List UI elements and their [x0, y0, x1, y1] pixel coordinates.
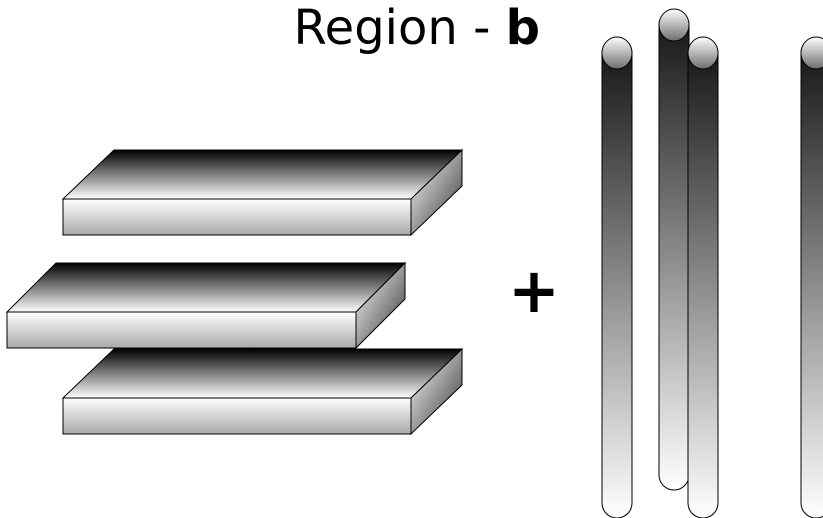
title-text: Region -	[293, 0, 505, 56]
rod-1	[601, 36, 633, 518]
rod-4-cap	[800, 36, 823, 70]
rod-3-cap	[687, 36, 719, 70]
rod-1-body	[601, 37, 633, 518]
rod-3-body	[687, 37, 719, 518]
rod-2-cap	[658, 8, 690, 42]
rod-group	[601, 8, 823, 518]
rod-4-body	[800, 37, 823, 518]
plate-1	[61, 148, 464, 237]
plus-operator: +	[508, 254, 560, 327]
plate-1-front-face	[62, 198, 412, 236]
rod-2-body	[658, 9, 690, 491]
rod-2	[658, 8, 690, 491]
rod-1-cap	[601, 36, 633, 70]
rod-4	[800, 36, 823, 518]
rod-3	[687, 36, 719, 518]
plate-3	[61, 347, 464, 436]
plate-2	[5, 261, 407, 350]
plate-1-top-face	[61, 149, 464, 200]
plate-stack	[5, 148, 464, 436]
plate-2-front-face	[6, 311, 357, 349]
title-bold-letter: b	[506, 0, 540, 56]
plate-3-front-face	[62, 397, 412, 435]
plate-3-top-face	[61, 348, 464, 399]
plate-2-top-face	[5, 262, 407, 313]
diagram-title: Region - b	[293, 0, 540, 56]
